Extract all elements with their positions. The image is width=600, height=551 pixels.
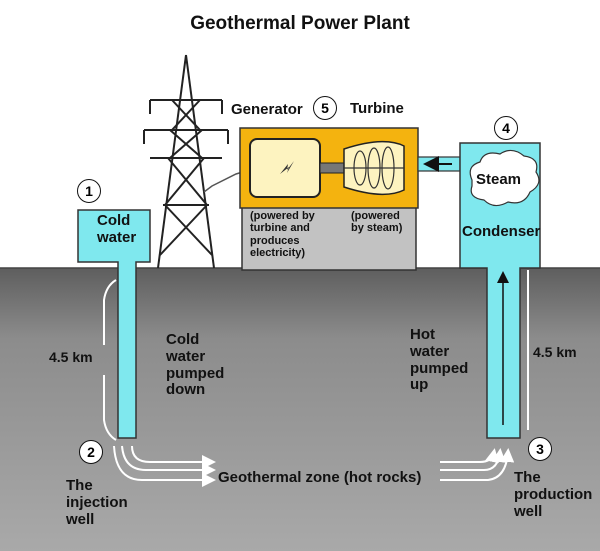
pylon-icon xyxy=(143,54,229,269)
hot-water-pumped-label: Hot water pumped up xyxy=(410,326,469,394)
generator-note: (powered by turbine and produces electri… xyxy=(250,210,315,259)
turbine-label: Turbine xyxy=(350,100,404,117)
depth-label-right: 4.5 km xyxy=(533,344,577,360)
plant-base xyxy=(241,205,417,271)
generator-label: Generator xyxy=(231,101,303,118)
marker-2: 2 xyxy=(79,440,103,464)
condenser-label: Condenser xyxy=(462,223,541,240)
lightning-icon xyxy=(280,161,294,174)
depth-bracket-left xyxy=(103,279,117,441)
condenser-and-production-well xyxy=(459,142,541,439)
turbine-icon xyxy=(343,140,405,196)
drive-shaft xyxy=(319,162,345,174)
marker-3: 3 xyxy=(528,437,552,461)
marker-5: 5 xyxy=(313,96,337,120)
cold-water-label: Cold water xyxy=(97,212,137,246)
cold-water-pumped-label: Cold water pumped down xyxy=(166,331,225,399)
turbine-note: (powered by steam) xyxy=(351,210,403,235)
production-well-label: The production well xyxy=(514,469,593,520)
depth-label-left: 4.5 km xyxy=(49,349,93,365)
steam-label: Steam xyxy=(476,171,522,188)
cold-water-tank-and-injection-well xyxy=(77,209,151,439)
geothermal-zone-label: Geothermal zone (hot rocks) xyxy=(218,469,422,486)
geothermal-flow-arrows xyxy=(113,445,515,487)
page-title: Geothermal Power Plant xyxy=(190,13,410,34)
marker-1: 1 xyxy=(77,179,101,203)
marker-4: 4 xyxy=(494,116,518,140)
injection-well-label: The injection well xyxy=(66,477,128,528)
steam-cloud xyxy=(469,149,540,207)
